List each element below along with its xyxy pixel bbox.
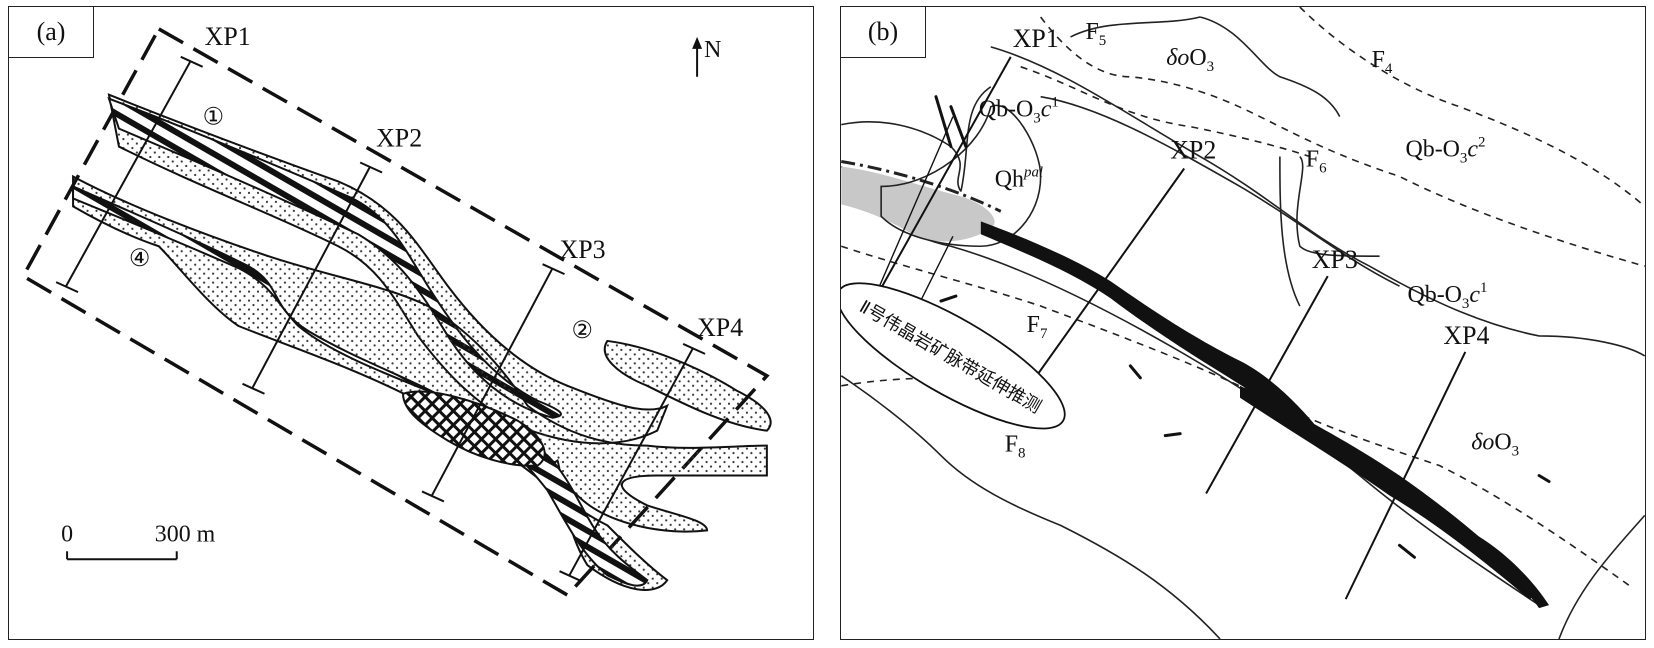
profile-label-xp2: XP2 bbox=[376, 124, 422, 153]
unit-label-diorite-right: δοO3 bbox=[1471, 430, 1519, 460]
qh-sediment-body bbox=[841, 166, 995, 242]
profile-b-label-xp4: XP4 bbox=[1443, 321, 1489, 350]
scale-value: 300 m bbox=[155, 521, 216, 547]
zone-label-4: ④ bbox=[129, 246, 150, 272]
fault-label-f8: F8 bbox=[1005, 432, 1026, 462]
profile-label-xp4: XP4 bbox=[697, 313, 743, 342]
profile-label-xp3: XP3 bbox=[560, 235, 606, 264]
north-label: N bbox=[704, 37, 721, 63]
annotation-ellipse bbox=[841, 282, 1066, 430]
fault-label-f4: F4 bbox=[1372, 47, 1393, 77]
profile-label-xp1: XP1 bbox=[205, 22, 251, 51]
pegmatite-vein-main bbox=[980, 221, 1320, 431]
fault-lines bbox=[841, 7, 1645, 586]
profile-lines-b bbox=[880, 56, 1467, 600]
hatched-vein-4 bbox=[72, 184, 649, 587]
fault-label-f5: F5 bbox=[1085, 19, 1106, 49]
profile-line-xp2 bbox=[242, 161, 383, 395]
profile-line-xp4 bbox=[559, 343, 706, 583]
zone-label-1: ① bbox=[203, 105, 224, 131]
profile-b-xp3 bbox=[1205, 275, 1329, 494]
scale-bar bbox=[66, 551, 178, 561]
panel-a-drawing: N XP1 XP2 XP3 XP4 ① ② ④ 0 300 m bbox=[20, 22, 772, 598]
qh-outline bbox=[880, 104, 1042, 248]
dotted-zone-2 bbox=[603, 339, 772, 432]
panel-a-tag: (a) bbox=[9, 7, 94, 58]
unit-label-qb-c2: Qb-O3c2 bbox=[1405, 135, 1485, 167]
annotation-leaders bbox=[874, 116, 954, 305]
profile-b-xp1 bbox=[880, 56, 1012, 289]
hatched-vein-1 bbox=[107, 97, 562, 419]
survey-boundary-rect bbox=[20, 26, 770, 598]
dotted-zone-4 bbox=[72, 174, 768, 591]
profile-b-label-xp1: XP1 bbox=[1013, 24, 1059, 53]
profile-b-label-xp3: XP3 bbox=[1312, 245, 1358, 274]
scale-zero: 0 bbox=[61, 521, 73, 547]
profile-b-label-xp2: XP2 bbox=[1170, 136, 1216, 165]
inferred-vein-dashdot bbox=[841, 160, 1002, 213]
zone-label-2: ② bbox=[571, 318, 592, 344]
unit-label-qb-c1-top: Qb-O3c1 bbox=[979, 95, 1059, 127]
panel-a-map: N XP1 XP2 XP3 XP4 ① ② ④ 0 300 m (a) bbox=[8, 6, 814, 640]
panel-b-map: Ⅱ号伟晶岩矿脉带延伸推测 XP1 XP2 XP3 XP4 F5 F4 F6 F7… bbox=[840, 6, 1646, 640]
north-arrow-icon bbox=[692, 36, 703, 77]
crosshatch-lens bbox=[402, 390, 546, 467]
profile-b-xp2 bbox=[1025, 167, 1185, 391]
pegmatite-vein-lower bbox=[1240, 385, 1540, 600]
profile-b-xp4 bbox=[1344, 351, 1467, 600]
profile-line-xp3 bbox=[421, 263, 565, 503]
profile-line-xp1 bbox=[55, 55, 204, 294]
fault-label-f7: F7 bbox=[1027, 312, 1048, 342]
unit-label-diorite-top: δοO3 bbox=[1166, 45, 1214, 75]
panel-b-tag: (b) bbox=[841, 7, 926, 58]
panel-b-drawing: Ⅱ号伟晶岩矿脉带延伸推测 XP1 XP2 XP3 XP4 F5 F4 F6 F7… bbox=[841, 7, 1645, 639]
unit-label-qh: Qhpal bbox=[995, 164, 1043, 192]
fault-label-f6: F6 bbox=[1306, 146, 1327, 176]
unit-label-qb-c1-right: Qb-O3c1 bbox=[1407, 280, 1487, 312]
pegmatite-vein-tail bbox=[1454, 525, 1550, 609]
